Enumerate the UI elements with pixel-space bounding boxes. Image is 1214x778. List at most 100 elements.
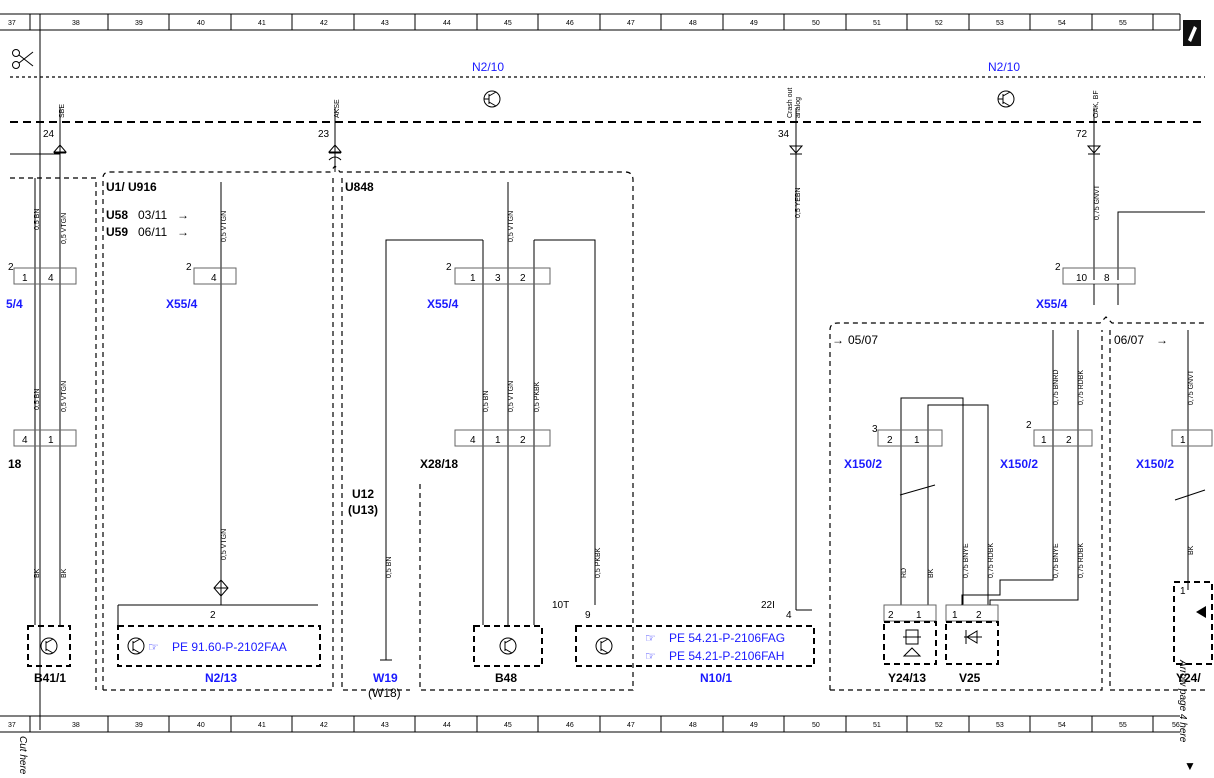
valve-icon: [902, 629, 922, 657]
svg-text:45: 45: [504, 20, 512, 27]
transistor-icon-b48: [499, 637, 517, 655]
variant-u1: U1/: [106, 180, 125, 194]
component-n10-1-label: N10/1: [700, 671, 732, 685]
diode-icon: [964, 630, 982, 644]
svg-text:2: 2: [1055, 262, 1061, 273]
connector-x150-2-right: [1171, 429, 1213, 447]
svg-text:0,75 RDBK: 0,75 RDBK: [988, 543, 995, 578]
svg-text:39: 39: [135, 20, 143, 27]
component-w18-label: (W18): [368, 686, 401, 700]
svg-text:52: 52: [935, 20, 943, 27]
frame-06-07: [1109, 330, 1205, 691]
svg-text:0,75 GNVT: 0,75 GNVT: [1188, 369, 1195, 405]
svg-text:41: 41: [258, 20, 266, 27]
svg-text:2: 2: [976, 610, 982, 621]
svg-text:BK: BK: [61, 568, 68, 578]
connector-x55-4-b48-label: X55/4: [427, 297, 459, 311]
svg-text:1: 1: [48, 435, 54, 446]
svg-text:OAK, BF: OAK, BF: [1093, 90, 1100, 118]
n2-10-label-left: N2/10: [472, 60, 504, 74]
svg-text:38: 38: [72, 20, 80, 27]
frame-u1-u848: [102, 165, 634, 691]
bus-pin-crash-out: Crash out analog 34: [778, 88, 804, 610]
svg-text:44: 44: [443, 20, 451, 27]
svg-text:analog: analog: [795, 97, 802, 118]
svg-text:4: 4: [22, 435, 28, 446]
svg-text:BK: BK: [34, 568, 41, 578]
top-grid-ruler: [0, 13, 1181, 730]
transistor-icon-n10-1: [595, 637, 613, 655]
ref-pe-n10-1-b[interactable]: PE 54.21-P-2106FAH: [669, 649, 784, 663]
connector-x150-2-v25-label: X150/2: [1000, 457, 1038, 471]
bottom-grid-labels: 37 38 39 40 41 42 43 44 45 46 47 48 49 5…: [8, 722, 1180, 729]
svg-text:46: 46: [566, 722, 574, 729]
ref-pe-n10-1-a[interactable]: PE 54.21-P-2106FAG: [669, 631, 785, 645]
svg-text:0,5 PKBK: 0,5 PKBK: [595, 547, 602, 578]
svg-text:0,5 VTGN: 0,5 VTGN: [221, 529, 228, 560]
hand-pointer-icon: ☞: [645, 631, 656, 645]
svg-text:39: 39: [135, 722, 143, 729]
svg-text:42: 42: [320, 20, 328, 27]
connector-x55-4-b48: 2 1 3 2: [446, 262, 551, 285]
transistor-icon-n2-13: [127, 637, 145, 655]
svg-text:22I: 22I: [761, 600, 775, 611]
cut-here-label: Cut here: [17, 736, 28, 775]
svg-text:37: 37: [8, 20, 16, 27]
svg-text:42: 42: [320, 722, 328, 729]
svg-text:51: 51: [873, 722, 881, 729]
wire-b48-pkbk: [534, 239, 596, 605]
svg-text:2: 2: [210, 610, 216, 621]
n2-10-label-right: N2/10: [988, 60, 1020, 74]
svg-text:2: 2: [888, 610, 894, 621]
svg-text:55: 55: [1119, 722, 1127, 729]
transistor-icon-b41-1: [40, 637, 58, 655]
wire-right-top: [1117, 211, 1205, 280]
bus-pin-akse: AKSE 23: [318, 99, 343, 172]
wire-y24-loop: [900, 397, 964, 605]
svg-text:2: 2: [186, 262, 192, 273]
svg-text:0,75 GNVT: 0,75 GNVT: [1094, 184, 1101, 220]
connector-x55-4-right-label: X55/4: [1036, 297, 1068, 311]
connector-x55-4-n2-label: X55/4: [166, 297, 198, 311]
svg-text:0,5 VTGN: 0,5 VTGN: [508, 381, 515, 412]
component-n2-13-label: N2/13: [205, 671, 237, 685]
component-y24-13: [883, 621, 937, 665]
connector-x28-18: 4 1 2: [454, 429, 551, 447]
svg-text:0,5 VTGN: 0,5 VTGN: [61, 213, 68, 244]
connector-x28-18-left: 4 1: [13, 429, 77, 447]
variant-u848: U848: [345, 180, 374, 194]
svg-text:72: 72: [1076, 129, 1088, 140]
arrow-right-icon: →: [177, 225, 189, 239]
connector-x55-4-left: 2 1 4: [8, 262, 77, 285]
component-v25: [945, 621, 999, 665]
component-y24-edge-label: Y24/: [1176, 671, 1201, 685]
svg-text:49: 49: [750, 722, 758, 729]
ref-pe-n2-13[interactable]: PE 91.60-P-2102FAA: [172, 640, 287, 654]
svg-text:53: 53: [996, 722, 1004, 729]
svg-text:1: 1: [1041, 435, 1047, 446]
svg-text:1: 1: [1180, 586, 1186, 597]
variant-05-07: 05/07: [848, 333, 878, 347]
variant-u58-date: 03/11: [138, 208, 167, 222]
svg-text:2: 2: [887, 435, 893, 446]
variant-u12: U12: [352, 487, 374, 501]
svg-text:0,5 BN: 0,5 BN: [386, 557, 393, 578]
svg-text:56: 56: [1172, 722, 1180, 729]
svg-text:1: 1: [914, 435, 920, 446]
connector-x28-18-left-label: 18: [8, 457, 22, 471]
component-n10-1: [575, 625, 815, 667]
svg-text:48: 48: [689, 722, 697, 729]
svg-text:48: 48: [689, 20, 697, 27]
svg-text:49: 49: [750, 20, 758, 27]
svg-text:0,75 BNYE: 0,75 BNYE: [963, 543, 970, 578]
svg-text:3: 3: [495, 273, 501, 284]
svg-text:AKSE: AKSE: [334, 99, 341, 118]
svg-text:2: 2: [1026, 420, 1032, 431]
svg-text:43: 43: [381, 20, 389, 27]
svg-text:4: 4: [786, 610, 792, 621]
svg-text:2: 2: [446, 262, 452, 273]
svg-text:44: 44: [443, 722, 451, 729]
frame-u1-u916: [103, 178, 334, 691]
svg-text:46: 46: [566, 20, 574, 27]
svg-text:2: 2: [8, 262, 14, 273]
